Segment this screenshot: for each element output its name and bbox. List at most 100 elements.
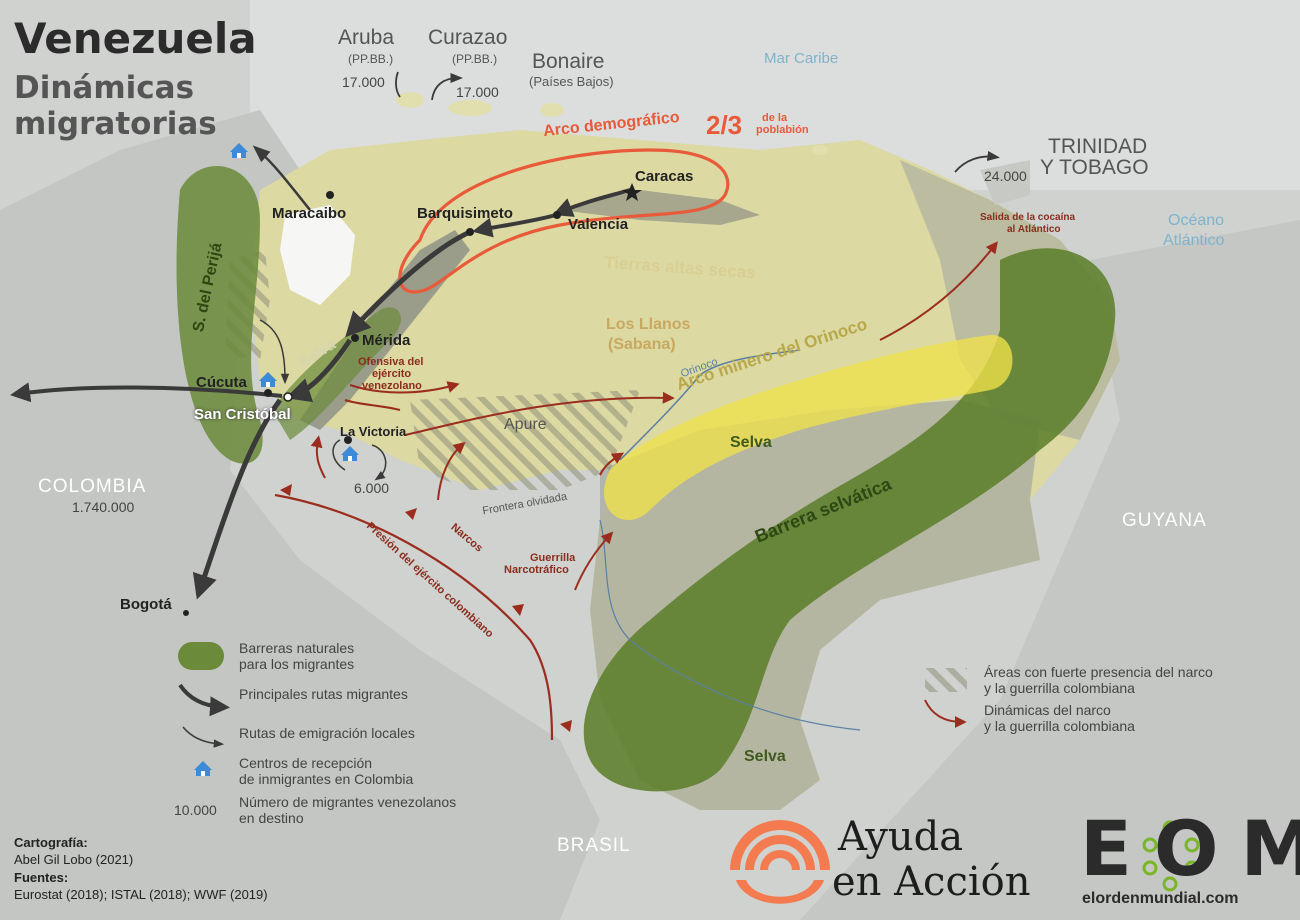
route-cocaina — [879, 241, 998, 341]
ayuda-en-accion-logo-mark — [730, 820, 830, 904]
sea-atlantico-line1: Océano — [1168, 212, 1225, 229]
city-barquisimeto: Barquisimeto — [417, 205, 513, 222]
narco-ofensiva-line1: Ofensiva del — [358, 356, 424, 368]
colombia-label: COLOMBIA — [38, 476, 147, 497]
narco-ofensiva-line3: venezolano — [362, 380, 422, 392]
legend-areas-line1: Áreas con fuerte presencia del narco — [984, 664, 1213, 680]
reception-center-icon — [341, 446, 359, 461]
legend-barrier-swatch — [178, 642, 224, 670]
sea-caribe-label: Mar Caribe — [764, 50, 839, 67]
route-caracas-valencia — [552, 188, 631, 217]
route-trinidad — [954, 151, 1000, 173]
arco-demografico-note-line2: poblabión — [756, 124, 809, 136]
bonaire-label: Bonaire — [532, 50, 605, 73]
legend-barreras-line1: Barreras naturales — [239, 640, 355, 656]
eom-logo-text: EOM — [1080, 804, 1300, 893]
region-selva-2: Selva — [744, 748, 786, 765]
legend-numero-value: 10.000 — [174, 802, 217, 818]
credit-fuentes: Eurostat (2018); ISTAL (2018); WWF (2019… — [14, 887, 268, 902]
bonaire-island — [540, 103, 564, 117]
region-selva-1: Selva — [730, 434, 772, 451]
route-curazao — [431, 72, 464, 101]
legend-rutas-principales: Principales rutas migrantes — [239, 686, 408, 702]
route-to-west — [10, 382, 283, 403]
colombia-migrants: 1.740.000 — [72, 499, 135, 515]
reception-center-icon — [230, 143, 248, 158]
narco-cocaina-line2: al Atlántico — [1007, 224, 1061, 235]
sea-atlantico-line2: Atlántico — [1163, 232, 1225, 249]
legend-barreras-line2: para los migrantes — [239, 656, 355, 672]
guyana-land — [800, 220, 1300, 920]
map-title: Venezuela — [14, 14, 257, 63]
arco-minero — [604, 334, 1013, 521]
curazao-label: Curazao — [428, 26, 508, 49]
brasil-label: BRASIL — [557, 835, 631, 856]
eom-logo-mark — [1142, 820, 1200, 892]
route-to-bogota — [192, 398, 283, 600]
legend-dinamicas-line1: Dinámicas del narco — [984, 702, 1111, 718]
legend-areas-line2: y la guerrilla colombiana — [984, 680, 1135, 696]
credit-fuentes-label: Fuentes: — [14, 870, 69, 885]
legend-rutas-locales: Rutas de emigración locales — [239, 725, 415, 741]
trinidad-label-line2: Y TOBAGO — [1040, 156, 1149, 179]
legend-centros-line2: de inmigrantes en Colombia — [239, 771, 414, 787]
credit-cartografia-label: Cartografía: — [14, 835, 88, 850]
la-victoria-migrants: 6.000 — [354, 480, 390, 496]
lake-maracaibo — [280, 205, 355, 305]
legend-hatch-swatch — [925, 668, 967, 692]
aruba-sub: (PP.BB.) — [348, 52, 394, 66]
narco-guerrilla-line2: Narcotráfico — [504, 564, 569, 576]
legend-centros-line1: Centros de recepción — [239, 755, 373, 771]
map-subtitle-line2: migratorias — [14, 106, 217, 142]
city-cucuta: Cúcuta — [196, 374, 247, 391]
narco-guerrilla-line1: Guerrilla — [530, 552, 576, 564]
trinidad-island — [980, 160, 1030, 205]
city-bogota: Bogotá — [120, 596, 172, 613]
curazao-sub: (PP.BB.) — [452, 52, 498, 66]
arco-demografico-fraction: 2/3 — [706, 110, 743, 140]
caracas-star — [622, 183, 642, 201]
trinidad-migrants: 24.000 — [984, 168, 1027, 184]
aruba-island — [396, 92, 424, 108]
city-caracas: Caracas — [635, 168, 694, 185]
region-llanos-line2: (Sabana) — [608, 336, 676, 353]
legend-local-route-swatch — [182, 726, 225, 748]
trinidad-label-line1: TRINIDAD — [1048, 135, 1148, 158]
ayuda-logo-line2: en Acción — [832, 859, 1031, 905]
arco-demografico-note-line1: de la — [762, 112, 788, 124]
city-san-cristobal: San Cristóbal — [194, 406, 291, 423]
city-merida: Mérida — [362, 332, 411, 349]
guyana-label: GUYANA — [1122, 510, 1207, 531]
ayuda-logo-line1: Ayuda — [838, 814, 964, 860]
narco-cocaina-line1: Salida de la cocaína — [980, 212, 1076, 223]
legend-narco-swatch — [924, 699, 967, 728]
route-merida-sancristobal — [285, 338, 353, 403]
city-maracaibo: Maracaibo — [272, 205, 347, 222]
reception-center-icon — [259, 372, 277, 387]
presion-ejercito-line — [274, 493, 554, 741]
curazao-island — [448, 100, 492, 116]
narco-ofensiva-line2: ejército — [372, 368, 412, 380]
curazao-migrants: 17.000 — [456, 84, 499, 100]
legend-numero-line1: Número de migrantes venezolanos — [239, 794, 457, 810]
apure-narco-area — [410, 390, 640, 490]
route-valencia-barquisimeto — [472, 213, 557, 238]
arco-demografico-outline — [398, 148, 730, 294]
andes-selva-barrier — [272, 307, 401, 440]
route-barquisimeto-merida — [345, 229, 472, 338]
colombia-land — [0, 110, 600, 920]
region-apure: Apure — [504, 416, 547, 433]
city-la-victoria: La Victoria — [340, 424, 407, 439]
aruba-label: Aruba — [338, 26, 395, 49]
eom-logo-url: elordenmundial.com — [1082, 890, 1239, 907]
route-maracaibo-north — [252, 145, 311, 211]
legend-dinamicas-line2: y la guerrilla colombiana — [984, 718, 1135, 734]
city-valencia: Valencia — [568, 216, 629, 233]
legend-main-route-swatch — [178, 683, 230, 717]
region-llanos-line1: Los Llanos — [606, 316, 691, 333]
legend-numero-line2: en destino — [239, 810, 304, 826]
map-subtitle-line1: Dinámicas — [14, 70, 195, 106]
legend-center-icon — [194, 761, 212, 776]
